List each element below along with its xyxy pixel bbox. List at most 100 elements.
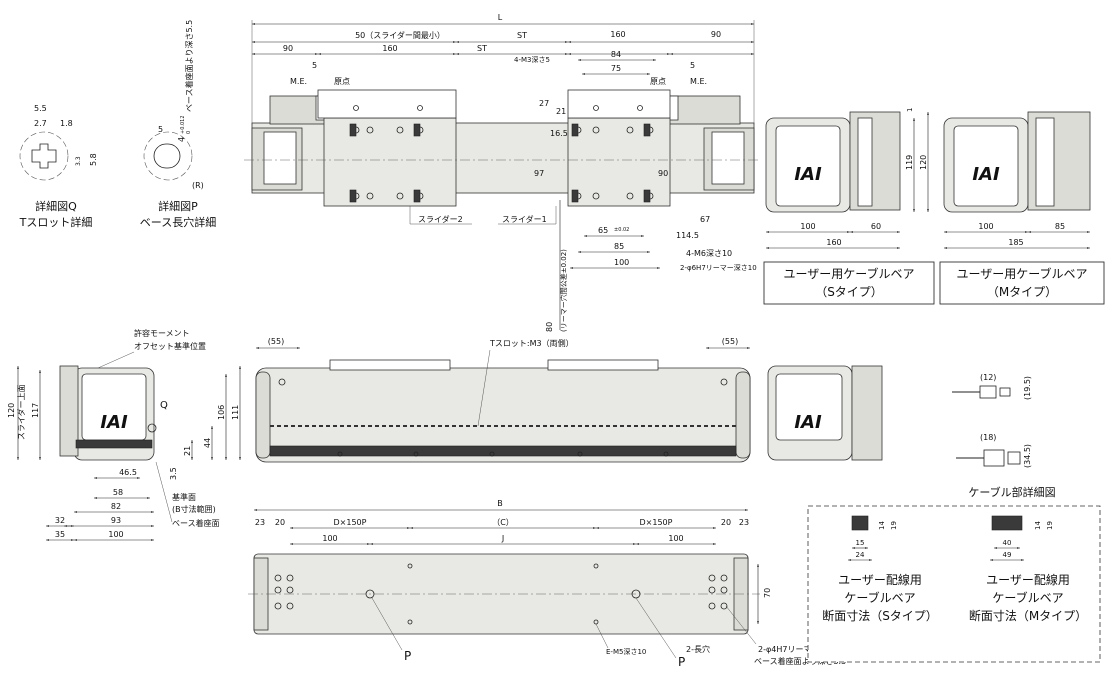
sm-dim-40: 40 [1003,539,1012,547]
side-right-logo: IAI [794,412,822,433]
dp-dim-4-tol2: 0 [186,131,192,134]
dp-dim-5: 5 [158,125,163,134]
sv-dim-82: 82 [111,502,121,511]
cs-dim-1: 1 [906,108,914,112]
dim-114-5: 114.5 [676,231,699,240]
cs-dim-119: 119 [905,155,914,170]
cable-s-view: IAI 100 60 160 119 120 1 ユーザー用ケーブルベア （Sタ… [763,108,935,305]
cs-caption-1: ユーザー用ケーブルベア [783,266,914,281]
dim-65-tol: ±0.02 [614,227,629,233]
bv-dim-d150-left: D×150P [334,518,367,527]
ss-caption-2: ケーブルベア [844,590,915,605]
cd-dim-18: (18) [980,433,996,442]
bv-reamer-2: ベース着座面より深さ5.5 [754,656,846,666]
sv-ref-1: 基準面 [172,492,196,502]
slider-2-body [323,117,457,207]
dim-st-top: ST [517,31,527,40]
bv-dim-c: （C） [492,518,514,527]
bv-em5: E-M5深さ10 [606,647,646,656]
bottom-view: B 23 20 D×150P （C） D×150P 20 23 100 J 10… [248,499,846,669]
dq-dim-2-7: 2.7 [34,119,47,128]
detail-q: 5.5 2.7 1.8 3.3 5.8 詳細図Q Tスロット詳細 [19,104,98,229]
sv-label-q: Q [160,400,168,411]
sv-dim-111: 111 [231,405,240,420]
cm-caption-2: （Mタイプ） [987,285,1057,299]
dim-80: 80 [545,322,554,332]
sv-dim-44: 44 [203,438,212,448]
cd-dim-12: (12) [980,373,996,382]
ss-caption-1: ユーザー配線用 [838,572,922,587]
sm-caption-2: ケーブルベア [992,590,1063,605]
cable-s-caption-box [763,261,935,305]
cable-m-view: IAI 100 85 185 ユーザー用ケーブルベア （Mタイプ） [939,111,1105,305]
cs-dim-160: 160 [826,238,841,247]
dim-75: 75 [611,64,621,73]
slider-2-label: スライダー2 [418,214,463,224]
dim-85: 85 [614,242,624,251]
cs-dim-100: 100 [800,222,815,231]
top-right-cap [711,131,745,185]
dim-27: 27 [539,99,549,108]
dq-title-1: 詳細図Q [35,199,77,213]
sm-dim-14: 14 [1034,521,1042,530]
section-m-shape [991,515,1023,531]
cable-detail: (12) (19.5) (18) (34.5) ケーブル部詳細図 [952,373,1056,499]
tap-4m6: 4-M6深さ10 [686,249,732,258]
cm-dim-100: 100 [978,222,993,231]
sm-caption-1: ユーザー配線用 [986,572,1070,587]
cs-caption-2: （Sタイプ） [815,285,883,299]
section-box: 14 19 15 24 ユーザー配線用 ケーブルベア 断面寸法（Sタイプ） 14… [807,505,1101,663]
me-right: M.E. [690,77,707,86]
bv-dim-23-left: 23 [255,518,265,527]
sv-dim-117: 117 [31,403,40,418]
bv-reamer-1: 2-φ4H7リーマー [758,645,819,654]
sm-dim-19: 19 [1046,521,1054,530]
dq-dim-3-3: 3.3 [75,156,82,166]
top-left-cap [263,131,297,185]
sv-dim-35: 35 [55,530,65,539]
tap-4m3: 4-M3深さ5 [514,55,550,64]
sv-tslot: Tスロット:M3（両側） [489,338,574,348]
cable-s-bear [849,111,901,211]
dp-depth-note: ベース着座面より深さ5.5 [184,20,194,112]
bv-dim-d150-right: D×150P [640,518,673,527]
dim-l: L [498,13,503,22]
sm-dim-49: 49 [1003,551,1012,559]
dim-67: 67 [700,215,710,224]
sv-dim-3-5: 3.5 [169,467,178,480]
bv-label-p2: P [678,655,685,669]
me-left: M.E. [290,77,307,86]
dim-65: 65 [598,226,608,235]
section-s-shape [851,515,869,531]
bv-dim-20-left: 20 [275,518,285,527]
dq-dim-5-5: 5.5 [34,104,47,113]
sv-dim-106: 106 [217,405,226,420]
dq-title-2: Tスロット詳細 [19,215,93,229]
bv-dim-23-right: 23 [739,518,749,527]
sv-allow-1: 許容モーメント [134,328,190,338]
bv-long-hole: 2-長穴 [686,644,710,654]
bv-dim-b: B [497,499,503,508]
ss-dim-24: 24 [856,551,865,559]
dp-dim-4: 4 [177,137,186,142]
dim-160-left: 160 [382,44,397,53]
bv-dim-100-left: 100 [322,534,337,543]
dim-5-left: 5 [312,61,317,70]
dim-st-2: ST [477,44,487,53]
bv-dim-70: 70 [763,588,772,598]
dim-16-5: 16.5 [550,129,568,138]
ss-dim-14: 14 [878,521,886,530]
slider-1-body [567,117,671,207]
detail-p: 5 4 +0.012 0 ベース着座面より深さ5.5 (R) 詳細図P ベース長… [140,20,216,229]
dp-r-label: (R) [192,181,204,190]
sv-slider-top: スライダー上面 [16,384,26,440]
dim-90v: 90 [658,169,668,178]
dq-dim-1-8: 1.8 [60,119,73,128]
bv-label-p1: P [404,649,411,663]
cs-dim-120: 120 [919,155,928,170]
side-logo: IAI [100,412,128,433]
sv-allow-2: オフセット基準位置 [134,341,206,351]
origin-left: 原点 [334,77,350,86]
slider-2-top [317,89,457,119]
sv-dim-58: 58 [113,488,123,497]
